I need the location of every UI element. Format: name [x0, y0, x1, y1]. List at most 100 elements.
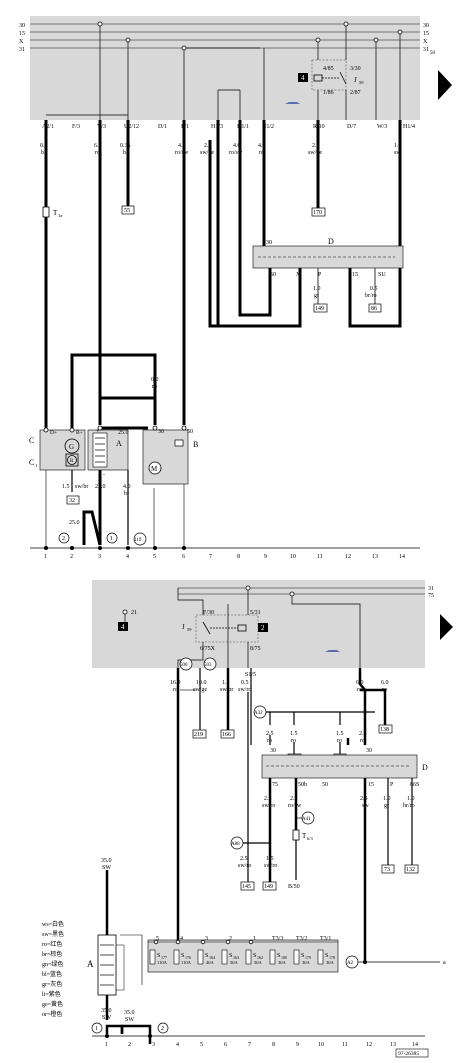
- wire-label: sw/ro: [238, 687, 251, 693]
- upper-panel: [30, 16, 420, 120]
- wire-label: 6.0: [381, 680, 389, 686]
- connector-labels: A2/1 F/3 Y/3 U2/12 D/1 F/1 H1/3 H1/1 H1/…: [42, 124, 415, 130]
- ignition-lower-label: D: [422, 763, 428, 772]
- wire-label: 6.0: [94, 143, 102, 149]
- fuse-sub: 176: [185, 955, 191, 960]
- col-num: 9: [296, 1042, 299, 1048]
- ign-term: SU: [378, 272, 386, 278]
- conn-u212: U2/12: [124, 124, 139, 130]
- wire-label: 1.5: [290, 731, 298, 737]
- col-num: 4: [126, 554, 129, 560]
- fuse-term: T3/1: [320, 936, 331, 942]
- bus-label-r15: 15: [423, 31, 429, 37]
- battery-upper: A + - 25.0: [87, 425, 148, 478]
- bus-label-r30: 30: [423, 23, 429, 29]
- relay-t1: 4/85: [323, 66, 334, 72]
- fuse-sub: 178: [329, 955, 335, 960]
- bus-label-l75: 75: [428, 593, 434, 599]
- wire-label: SW: [102, 1015, 111, 1021]
- ref-32: 32: [69, 498, 75, 504]
- wire-label: ro: [291, 738, 296, 744]
- color-legend: ws=白色 sw=黑色 ro=红色 br=棕色 gn=绿色 bl=蓝色 gr=灰…: [42, 920, 64, 1018]
- conn-a21: A2/1: [42, 124, 54, 130]
- gen-dplus: D+: [50, 430, 57, 436]
- wire-label: ro/sw: [229, 150, 243, 156]
- fuse-t1a: [42, 206, 50, 218]
- wire-label: 4.0: [258, 143, 266, 149]
- node-503: 503: [204, 663, 212, 668]
- relay-j59-lower: J 59 F/30 5/31 6/75X 8/75 2: [182, 610, 340, 652]
- conn-w3: W/3: [377, 124, 387, 130]
- wire-label: ro: [259, 150, 264, 156]
- wire-label: ro: [357, 687, 362, 693]
- node-a41: A41: [302, 817, 311, 822]
- generator: C C 1 D+ B+ G R: [29, 390, 86, 471]
- fuse-t1a-name: T: [53, 209, 58, 217]
- ref-132: 132: [406, 867, 415, 873]
- wire-label: 10.0: [196, 680, 207, 686]
- fuse-val: 110A: [181, 960, 192, 965]
- battery-lower: 35.0 SW A 35.0 SW 35.0 SW: [87, 858, 152, 1044]
- col-num: 5: [200, 1042, 203, 1048]
- wire-label: 16.0: [170, 680, 181, 686]
- ign-term: 30: [270, 748, 276, 754]
- legend-item: bl=蓝色: [42, 970, 62, 978]
- relay-lower-name: J: [182, 623, 185, 631]
- wire-label: 6.0: [151, 377, 159, 383]
- col-num: 13: [390, 1042, 396, 1048]
- wire-label: ro: [360, 738, 365, 744]
- wire-label: sw/ge: [308, 150, 322, 156]
- fuse-elements: [149, 949, 324, 965]
- fuse-sub: 163: [233, 955, 239, 960]
- bottom-wire-labels: 2.5 sw/ro 1.5 sw/ro: [238, 856, 277, 869]
- conn-f3: F/3: [72, 124, 80, 130]
- fuse-term: 4: [180, 936, 183, 942]
- wire-label: 1.0: [383, 796, 391, 802]
- wire-label: 1.5: [336, 731, 344, 737]
- wire-label: SW: [102, 865, 111, 871]
- col-num: 6: [224, 1042, 227, 1048]
- ign-term: 75: [272, 782, 278, 788]
- starter: B 30 50 M: [142, 425, 198, 485]
- relay-lower-t4: 8/75: [250, 646, 261, 652]
- wire-label: sw/ge: [193, 687, 207, 693]
- bus-label-30: 30: [19, 23, 25, 29]
- conn-d7: D/7: [347, 124, 356, 130]
- fuse-sub: 177: [161, 955, 167, 960]
- wire-label: sw/ro: [238, 863, 251, 869]
- fuse-term: 2: [229, 936, 232, 942]
- wire-label: 25.0: [69, 520, 80, 526]
- wire-label: 0.5: [40, 143, 48, 149]
- relay-lower-sub: 59: [187, 627, 192, 632]
- col-num: 3: [152, 1042, 155, 1048]
- wire-label: 2.5: [240, 856, 248, 862]
- legend-item: li=紫色: [42, 990, 61, 998]
- col-num: 11: [317, 554, 323, 560]
- wire-label: ro: [337, 738, 342, 744]
- col-num: 11: [342, 1042, 348, 1048]
- col-num: 10: [318, 1042, 324, 1048]
- wire-label: 35.0: [101, 1008, 112, 1014]
- col-num: 8: [237, 554, 240, 560]
- fuse-sub: 162: [257, 955, 263, 960]
- starter-t30: 30: [158, 429, 164, 435]
- wire-label: SW: [125, 1017, 134, 1023]
- wire-label: 0.5: [241, 680, 249, 686]
- legend-item: br=棕色: [42, 950, 62, 958]
- bus-label-x: X: [19, 39, 24, 45]
- wire-label: sw/ro: [262, 803, 275, 809]
- ref-149: 149: [315, 306, 324, 312]
- node-a88: A88: [231, 842, 240, 847]
- fuse-name: S: [181, 953, 184, 959]
- wire-label: sw/br: [220, 687, 233, 693]
- fuse-t63-sub: 6/3: [307, 836, 314, 841]
- ground-2: 2: [62, 536, 65, 542]
- col-num: 14: [399, 554, 405, 560]
- node-a32: A32: [254, 711, 263, 716]
- ignition-switch-upper: D 30 50 X P 15 SU 1.0 gr 0.5 br/ro: [252, 237, 404, 304]
- wire-label: sw/br: [75, 484, 88, 490]
- ign-term: P: [318, 272, 322, 278]
- gen-r-symbol: R: [70, 459, 74, 464]
- gen-sub-index: 1: [35, 463, 37, 468]
- relay-t4: 2/87: [350, 90, 361, 96]
